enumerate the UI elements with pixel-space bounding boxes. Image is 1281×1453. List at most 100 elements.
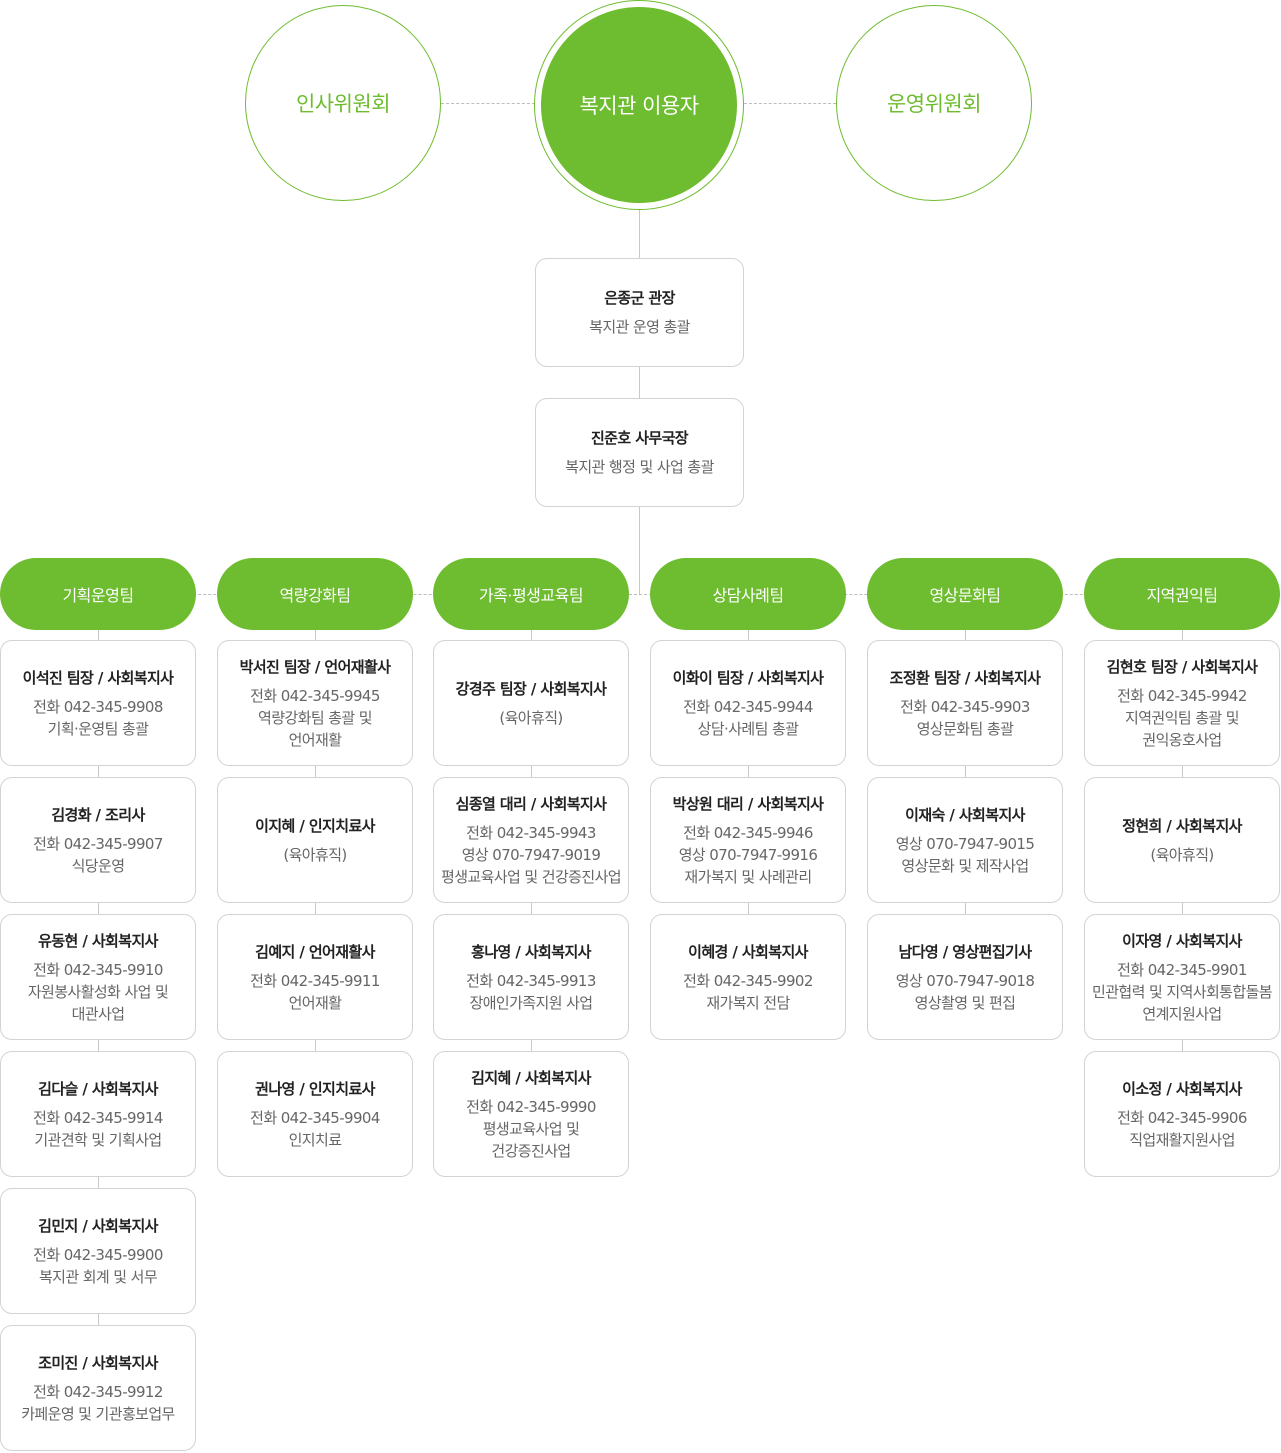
member-detail: 전화 042-345-9912	[33, 1382, 163, 1401]
team-name: 가족·평생교육팀	[478, 586, 584, 605]
member-detail: 기획·운영팀 총괄	[47, 719, 149, 738]
member-detail: 인지치료	[288, 1130, 342, 1149]
member-detail: 재가복지 및 사례관리	[684, 867, 812, 886]
member-name: 조정환 팀장 / 사회복지사	[889, 668, 1041, 687]
member-detail: 전화 042-345-9903	[900, 697, 1030, 716]
member-detail: 전화 042-345-9906	[1117, 1108, 1247, 1127]
member-name: 권나영 / 인지치료사	[255, 1079, 375, 1098]
member-name: 이소정 / 사회복지사	[1122, 1079, 1242, 1098]
member-detail: 복지관 회계 및 서무	[38, 1267, 158, 1286]
director-role: 복지관 운영 총괄	[589, 318, 690, 336]
team-name: 지역권익팀	[1146, 586, 1218, 605]
team-header-2: 가족·평생교육팀	[433, 558, 629, 630]
member-detail: 영상촬영 및 편집	[914, 993, 1016, 1012]
member-detail: 전화 042-345-9946	[683, 823, 813, 842]
member-detail: 자원봉사활성화 사업 및	[27, 982, 169, 1001]
member-name: 심종열 대리 / 사회복지사	[455, 794, 607, 813]
member-detail: 지역권익팀 총괄 및	[1125, 708, 1240, 727]
team-header-0: 기획운영팀	[0, 558, 196, 630]
member-detail: 권익옹호사업	[1142, 730, 1222, 749]
team-row-connector	[98, 594, 1183, 595]
member-detail: 건강증진사업	[491, 1141, 571, 1160]
member-name: 김예지 / 언어재활사	[255, 942, 375, 961]
member-name: 정현희 / 사회복지사	[1122, 816, 1242, 835]
member-detail: 연계지원사업	[1142, 1004, 1222, 1023]
member-name: 이재숙 / 사회복지사	[905, 805, 1025, 824]
member-detail: (육아휴직)	[1150, 845, 1214, 864]
member-detail: 전화 042-345-9990	[466, 1097, 596, 1116]
team-header-3: 상담사례팀	[650, 558, 846, 630]
member-detail: 직업재활지원사업	[1129, 1130, 1235, 1149]
member-name: 남다영 / 영상편집기사	[898, 942, 1033, 961]
team-header-5: 지역권익팀	[1084, 558, 1280, 630]
member-name: 이석진 팀장 / 사회복지사	[22, 668, 174, 687]
member-detail: 전화 042-345-9911	[250, 971, 380, 990]
member-detail: 전화 042-345-9907	[33, 834, 163, 853]
member-detail: 전화 042-345-9902	[683, 971, 813, 990]
member-detail: 전화 042-345-9942	[1117, 686, 1247, 705]
member-detail: 카페운영 및 기관홍보업무	[21, 1404, 175, 1423]
member-detail: 재가복지 전담	[706, 993, 790, 1012]
member-name: 조미진 / 사회복지사	[38, 1353, 158, 1372]
connector-users-director	[639, 210, 640, 258]
member-detail: 영상문화팀 총괄	[916, 719, 1014, 738]
member-name: 이자영 / 사회복지사	[1122, 931, 1242, 950]
member-detail: 전화 042-345-9901	[1117, 960, 1247, 979]
member-detail: 장애인가족지원 사업	[469, 993, 594, 1012]
member-detail: (육아휴직)	[499, 708, 563, 727]
member-name: 박상원 대리 / 사회복지사	[672, 794, 824, 813]
member-name: 홍나영 / 사회복지사	[471, 942, 591, 961]
member-detail: 언어재활	[288, 993, 342, 1012]
member-name: 김다슬 / 사회복지사	[38, 1079, 158, 1098]
member-detail: 전화 042-345-9904	[250, 1108, 380, 1127]
member-name: 이지혜 / 인지치료사	[255, 816, 375, 835]
member-detail: 영상 070-7947-9916	[678, 845, 818, 864]
member-detail: 전화 042-345-9910	[33, 960, 163, 979]
member-detail: 영상 070-7947-9018	[895, 971, 1035, 990]
member-detail: 영상 070-7947-9019	[461, 845, 601, 864]
member-detail: 전화 042-345-9914	[33, 1108, 163, 1127]
member-detail: 언어재활	[288, 730, 342, 749]
team-name: 영상문화팀	[929, 586, 1001, 605]
operating-committee-label: 운영위원회	[886, 92, 982, 116]
member-name: 김민지 / 사회복지사	[38, 1216, 158, 1235]
users-circle: 복지관 이용자	[541, 7, 737, 203]
users-circle-ring: 복지관 이용자	[534, 0, 744, 210]
member-detail: 전화 042-345-9900	[33, 1245, 163, 1264]
member-detail: 기관견학 및 기획사업	[34, 1130, 162, 1149]
member-name: 김지혜 / 사회복지사	[471, 1068, 591, 1087]
member-detail: 영상 070-7947-9015	[895, 834, 1035, 853]
hr-committee-circle: 인사위원회	[245, 5, 441, 201]
director-box: 은종군 관장 복지관 운영 총괄	[535, 258, 744, 367]
member-name: 이혜경 / 사회복지사	[688, 942, 808, 961]
connector-right	[744, 103, 836, 104]
member-name: 박서진 팀장 / 언어재활사	[239, 657, 391, 676]
member-detail: 평생교육사업 및 건강증진사업	[441, 867, 622, 886]
connector-secretary-teams	[639, 507, 640, 594]
secretary-box: 진준호 사무국장 복지관 행정 및 사업 총괄	[535, 398, 744, 507]
member-detail: 대관사업	[71, 1004, 125, 1023]
operating-committee-circle: 운영위원회	[836, 5, 1032, 201]
team-header-1: 역량강화팀	[217, 558, 413, 630]
connector-left	[441, 103, 535, 104]
member-name: 유동현 / 사회복지사	[38, 931, 158, 950]
team-name: 기획운영팀	[62, 586, 134, 605]
member-detail: 민관협력 및 지역사회통합돌봄	[1092, 982, 1273, 1001]
member-name: 김경화 / 조리사	[51, 805, 145, 824]
member-detail: 상담·사례팀 총괄	[697, 719, 799, 738]
